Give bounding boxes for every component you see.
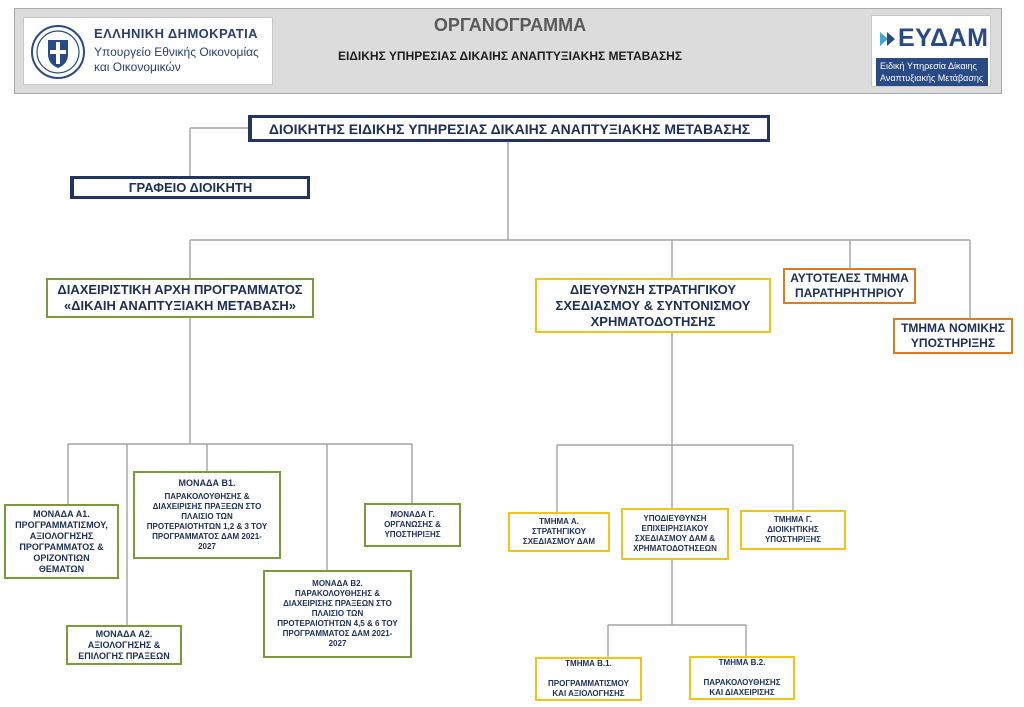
managing-authority-box: ΔΙΑΧΕΙΡΙΣΤΙΚΗ ΑΡΧΗ ΠΡΟΓΡΑΜΜΑΤΟΣ «ΔΙΚΑΙΗ … (46, 278, 314, 318)
greek-emblem-icon (31, 25, 85, 79)
department-b2-box: ΤΜΗΜΑ Β.2. ΠΑΡΑΚΟΛΟΥΘΗΣΗΣ ΚΑΙ ΔΙΑΧΕΙΡΙΣΗ… (689, 656, 795, 700)
department-b1-box: ΤΜΗΜΑ Β.1. ΠΡΟΓΡΑΜΜΑΤΙΣΜΟΥ ΚΑΙ ΑΞΙΟΛΟΓΗΣ… (535, 657, 642, 701)
strategic-directorate-box: ΔΙΕΥΘΥΝΣΗ ΣΤΡΑΤΗΓΙΚΟΥ ΣΧΕΔΙΑΣΜΟΥ & ΣΥΝΤΟ… (535, 278, 771, 333)
legal-department-box: ΤΜΗΜΑ ΝΟΜΙΚΗΣ ΥΠΟΣΤΗΡΙΞΗΣ (893, 318, 1013, 354)
page-subtitle: ΕΙΔΙΚΗΣ ΥΠΗΡΕΣΙΑΣ ΔΙΚΑΙΗΣ ΑΝΑΠΤΥΞΙΑΚΗΣ Μ… (337, 49, 683, 63)
hellenic-republic-logo: ΕΛΛΗΝΙΚΗ ΔΗΜΟΚΡΑΤΙΑ Υπουργείο Εθνικής Οι… (23, 17, 273, 85)
director-office-box: ΓΡΑΦΕΙΟ ΔΙΟΙΚΗΤΗ (70, 176, 310, 199)
eydam-logo-text: ΕΥΔΑΜ (898, 24, 989, 52)
unit-a2-box: ΜΟΝΑΔΑ Α2. ΑΞΙΟΛΟΓΗΣΗΣ & ΕΠΙΛΟΓΗΣ ΠΡΑΞΕΩ… (66, 625, 182, 665)
subdirectorate-box: ΥΠΟΔΙΕΥΘΥΝΣΗ ΕΠΙΧΕΙΡΗΣΙΑΚΟΥ ΣΧΕΔΙΑΣΜΟΥ Δ… (621, 508, 729, 560)
eydam-mark-icon (880, 32, 895, 46)
eydam-logo: ΕΥΔΑΜ Ειδική Υπηρεσία Δίκαιης Αναπτυξιακ… (871, 15, 991, 87)
observatory-box: ΑΥΤΟΤΕΛΕΣ ΤΜΗΜΑ ΠΑΡΑΤΗΡΗΤΗΡΙΟΥ (783, 268, 916, 304)
unit-b2-box: ΜΟΝΑΔΑ Β2. ΠΑΡΑΚΟΛΟΥΘΗΣΗΣ & ΔΙΑΧΕΙΡΙΣΗΣ … (263, 570, 412, 658)
unit-g-box: ΜΟΝΑΔΑ Γ. ΟΡΓΑΝΩΣΗΣ & ΥΠΟΣΤΗΡΙΞΗΣ (364, 503, 461, 547)
department-g-box: ΤΜΗΜΑ Γ. ΔΙΟΙΚΗΤΙΚΗΣ ΥΠΟΣΤΗΡΙΞΗΣ (740, 510, 846, 550)
director-box: ΔΙΟΙΚΗΤΗΣ ΕΙΔΙΚΗΣ ΥΠΗΡΕΣΙΑΣ ΔΙΚΑΙΗΣ ΑΝΑΠ… (248, 115, 770, 142)
unit-a1-box: ΜΟΝΑΔΑ Α1. ΠΡΟΓΡΑΜΜΑΤΙΣΜΟΥ, ΑΞΙΟΛΟΓΗΣΗΣ … (4, 504, 119, 579)
page-title: ΟΡΓΑΝΟΓΡΑΜΜΑ (433, 15, 587, 35)
header-banner: ΕΛΛΗΝΙΚΗ ΔΗΜΟΚΡΑΤΙΑ Υπουργείο Εθνικής Οι… (14, 8, 1002, 94)
unit-b1-body: ΠΑΡΑΚΟΛΟΥΘΗΣΗΣ & ΔΙΑΧΕΙΡΙΣΗΣ ΠΡΑΞΕΩΝ ΣΤΟ… (146, 492, 268, 551)
gov-title: ΕΛΛΗΝΙΚΗ ΔΗΜΟΚΡΑΤΙΑ (94, 26, 258, 41)
unit-b1-box: ΜΟΝΑΔΑ Β1. ΠΑΡΑΚΟΛΟΥΘΗΣΗΣ & ΔΙΑΧΕΙΡΙΣΗΣ … (133, 471, 281, 559)
ministry-name: Υπουργείο Εθνικής Οικονομίας και Οικονομ… (94, 45, 259, 74)
unit-b1-title: ΜΟΝΑΔΑ Β1. (178, 478, 236, 488)
eydam-logo-subtitle: Ειδική Υπηρεσία Δίκαιης Αναπτυξιακής Μετ… (876, 58, 988, 86)
department-a-box: ΤΜΗΜΑ Α. ΣΤΡΑΤΗΓΙΚΟΥ ΣΧΕΔΙΑΣΜΟΥ ΔΑΜ (508, 512, 610, 552)
